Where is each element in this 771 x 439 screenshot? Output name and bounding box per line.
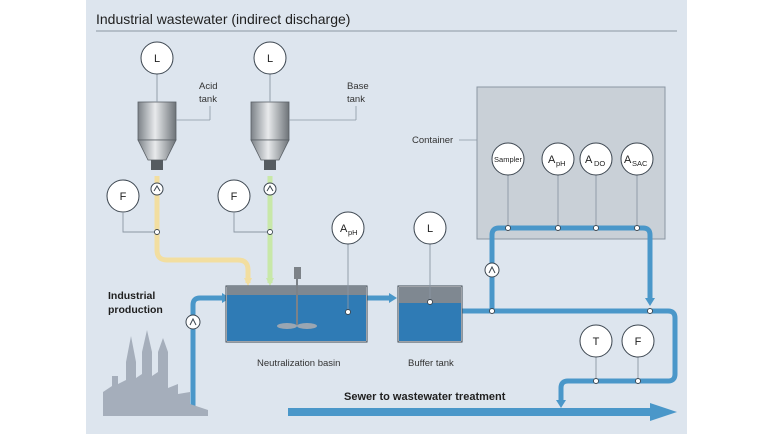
base-pump xyxy=(263,182,277,196)
flow-base-instrument: F xyxy=(217,179,251,213)
buffer-water xyxy=(399,303,461,341)
industrial-label-1: Industrial xyxy=(108,290,155,302)
svg-text:DO: DO xyxy=(594,159,605,168)
sampling-loop-pipe xyxy=(489,225,653,311)
acid-tank-label-2: tank xyxy=(199,94,217,105)
svg-text:L: L xyxy=(154,53,160,65)
acid-tank xyxy=(137,101,177,170)
flow-outlet-instrument: F xyxy=(621,324,655,358)
svg-text:F: F xyxy=(231,191,238,203)
flow-acid-instrument: F xyxy=(106,179,140,213)
svg-text:L: L xyxy=(267,53,273,65)
agitator-blade-left xyxy=(277,323,297,329)
sewer-label: Sewer to wastewater treatment xyxy=(344,391,506,403)
svg-text:Sampler: Sampler xyxy=(494,155,522,164)
inflow-pump xyxy=(185,314,201,330)
base-tank-label-2: tank xyxy=(347,94,365,105)
svg-text:pH: pH xyxy=(556,159,566,168)
basin-label: Neutralization basin xyxy=(257,358,340,369)
tap-points xyxy=(154,225,653,384)
svg-text:A: A xyxy=(340,223,348,235)
svg-text:A: A xyxy=(585,154,593,166)
svg-text:F: F xyxy=(635,336,642,348)
base-arrow xyxy=(266,278,274,286)
svg-text:L: L xyxy=(427,223,433,235)
svg-text:SAC: SAC xyxy=(632,159,648,168)
acid-dosing-line xyxy=(154,176,251,283)
acid-pump xyxy=(150,182,164,196)
sampling-return-arrow xyxy=(645,298,655,306)
svg-text:A: A xyxy=(548,154,556,166)
svg-text:F: F xyxy=(120,191,127,203)
agitator-motor xyxy=(294,267,301,279)
container-label: Container xyxy=(412,135,453,146)
base-tank-label-1: Base xyxy=(347,81,369,92)
sampler-instrument: Sampler xyxy=(491,142,525,176)
discharge-pipe xyxy=(558,308,678,404)
svg-text:pH: pH xyxy=(348,228,358,237)
level-buffer-instrument: L xyxy=(413,211,447,245)
factory-icon xyxy=(103,330,208,416)
acid-arrow xyxy=(244,278,252,286)
level-acid-instrument: L xyxy=(140,41,174,75)
do-container-instrument: A DO xyxy=(579,142,613,176)
industrial-label-2: production xyxy=(108,304,163,316)
svg-text:A: A xyxy=(624,154,632,166)
diagram-title: Industrial wastewater (indirect discharg… xyxy=(96,11,350,27)
discharge-arrow xyxy=(556,400,566,408)
ph-basin-instrument: A pH xyxy=(331,211,365,245)
svg-text:T: T xyxy=(593,336,600,348)
sampling-pump xyxy=(484,262,500,278)
basin-to-buffer-arrow xyxy=(389,293,397,303)
acid-tank-label-1: Acid xyxy=(199,81,217,92)
instrument-lines xyxy=(122,74,639,381)
sac-container-instrument: A SAC xyxy=(620,142,654,176)
agitator-blade-right xyxy=(297,323,317,329)
inflow-pipe xyxy=(190,295,226,410)
sewer-arrow xyxy=(288,403,677,421)
buffer-label: Buffer tank xyxy=(408,358,454,369)
temperature-outlet-instrument: T xyxy=(579,324,613,358)
ph-container-instrument: A pH xyxy=(541,142,575,176)
level-base-instrument: L xyxy=(253,41,287,75)
